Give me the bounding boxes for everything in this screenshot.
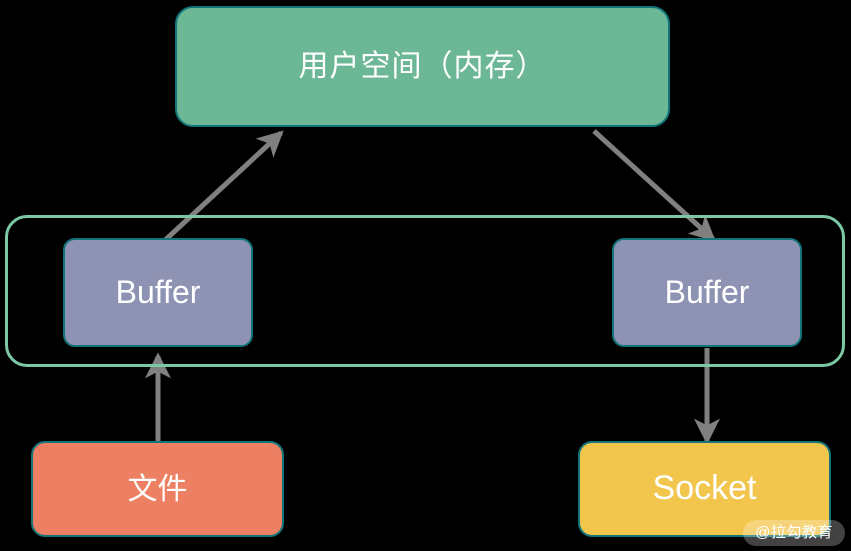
file-label: 文件	[127, 472, 188, 506]
buffer-left-label: Buffer	[115, 273, 201, 310]
socket-box[interactable]: Socket	[578, 441, 831, 537]
buffer-right-label: Buffer	[664, 273, 750, 310]
userspace-label: 用户空间（内存）	[298, 50, 547, 83]
socket-label: Socket	[652, 469, 757, 508]
buffer-box-left[interactable]: Buffer	[63, 238, 253, 347]
file-box[interactable]: 文件	[31, 441, 284, 537]
buffer-box-right[interactable]: Buffer	[612, 238, 802, 347]
kernel-space-container	[5, 215, 845, 367]
userspace-memory-box[interactable]: 用户空间（内存）	[175, 6, 670, 127]
